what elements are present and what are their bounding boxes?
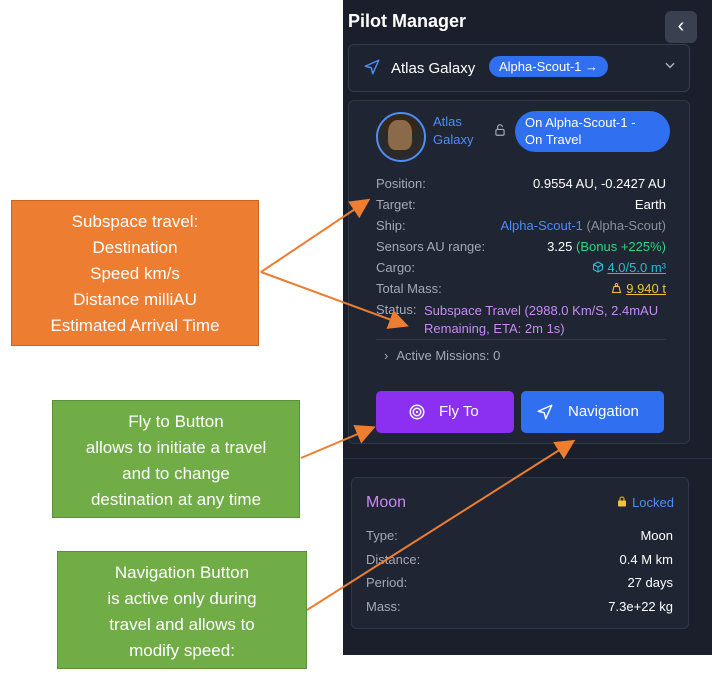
lock-icon <box>495 124 505 136</box>
ship-class: (Alpha-Scout) <box>586 218 666 233</box>
divider <box>376 339 666 340</box>
galaxy-selector[interactable]: Atlas Galaxy Alpha-Scout-1 → <box>348 44 690 92</box>
mass-link[interactable]: 9.940 t <box>626 281 666 296</box>
moon-mass-row: Mass: 7.3e+22 kg <box>366 598 673 614</box>
locked-badge: Locked <box>616 495 674 510</box>
galaxy-name: Atlas Galaxy <box>391 60 476 77</box>
weight-icon <box>611 283 621 294</box>
moon-type-row: Type: Moon <box>366 528 673 543</box>
navigation-callout: Navigation Button is active only during … <box>57 551 307 669</box>
status-row: Status: Subspace Travel (2988.0 Km/S, 2.… <box>376 300 666 340</box>
target-value: Earth <box>634 197 666 212</box>
position-row: Position: 0.9554 AU, -0.2427 AU <box>376 176 666 191</box>
target-icon <box>409 404 425 420</box>
active-missions-toggle[interactable]: ›Active Missions: 0 <box>384 348 501 363</box>
position-value: 0.9554 AU, -0.2427 AU <box>533 176 666 191</box>
navigation-button[interactable]: Navigation <box>521 391 664 433</box>
avatar <box>376 112 426 162</box>
ship-link[interactable]: Alpha-Scout-1 <box>500 218 583 233</box>
collapse-button[interactable]: ‹ <box>665 11 697 43</box>
moon-stats: Type: Moon Distance: 0.4 M km Period: 27… <box>366 526 673 620</box>
status-value: Subspace Travel (2988.0 Km/S, 2.4mAU Rem… <box>424 303 659 336</box>
padlock-icon <box>618 496 627 507</box>
target-row: Target: Earth <box>376 197 666 212</box>
cargo-link[interactable]: 4.0/5.0 m³ <box>607 260 666 275</box>
pilot-manager-panel: Pilot Manager ‹ Atlas Galaxy Alpha-Scout… <box>343 0 712 655</box>
navigation-arrow-icon <box>364 59 380 75</box>
travel-status-badge: On Alpha-Scout-1 - On Travel <box>515 111 670 152</box>
pilot-name[interactable]: Atlas Galaxy <box>433 114 474 147</box>
sensors-bonus: (Bonus +225%) <box>576 239 666 254</box>
sensors-row: Sensors AU range: 3.25 (Bonus +225%) <box>376 239 666 254</box>
cube-icon <box>592 261 603 273</box>
divider <box>343 458 712 459</box>
subspace-callout: Subspace travel: Destination Speed km/s … <box>11 200 259 346</box>
moon-card: Moon Locked Type: Moon Distance: 0.4 M k… <box>351 477 689 629</box>
sensors-value: 3.25 <box>547 239 573 254</box>
navigation-arrow-icon <box>537 404 553 420</box>
moon-period-row: Period: 27 days <box>366 575 673 590</box>
chevron-left-icon: ‹ <box>677 15 685 37</box>
fly-to-callout: Fly to Button allows to initiate a trave… <box>52 400 300 518</box>
cargo-row: Cargo: 4.0/5.0 m³ <box>376 260 666 275</box>
moon-distance-row: Distance: 0.4 M km <box>366 551 673 567</box>
pilot-card: Atlas Galaxy On Alpha-Scout-1 - On Trave… <box>348 100 690 444</box>
mass-row: Total Mass: 9.940 t <box>376 281 666 296</box>
chevron-right-icon: › <box>384 348 389 363</box>
pilot-stats: Position: 0.9554 AU, -0.2427 AU Target: … <box>376 174 666 340</box>
ship-row: Ship: Alpha-Scout-1 (Alpha-Scout) <box>376 218 666 233</box>
chevron-down-icon[interactable] <box>663 58 677 75</box>
fly-to-button[interactable]: Fly To <box>376 391 514 433</box>
ship-pill[interactable]: Alpha-Scout-1 → <box>489 56 608 77</box>
moon-title: Moon <box>366 494 407 511</box>
panel-title: Pilot Manager <box>348 11 467 31</box>
